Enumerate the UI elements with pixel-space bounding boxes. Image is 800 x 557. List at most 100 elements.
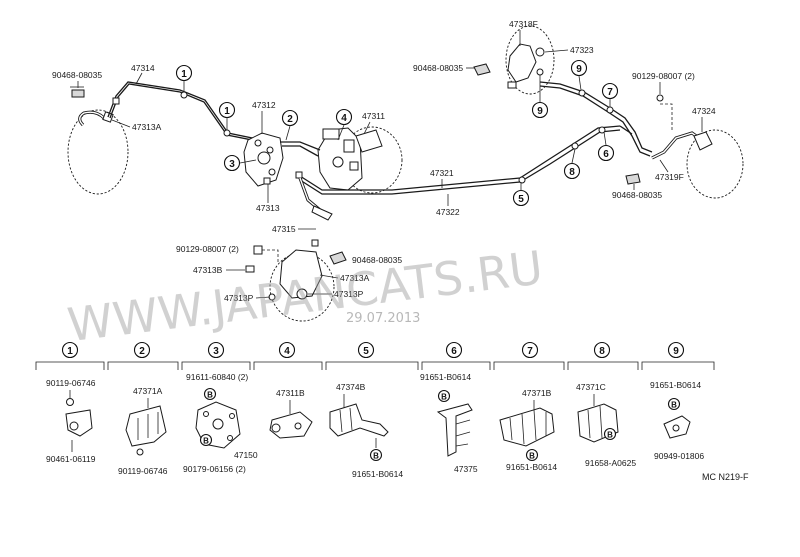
callout-2: 2 <box>281 109 299 127</box>
part-labels: 47314 90468-08035 47313A 47312 47311 473… <box>52 19 716 303</box>
pipe-47314 <box>107 81 263 143</box>
callout-1a: 1 <box>175 64 193 82</box>
right-wheel-drum <box>625 94 744 199</box>
svg-text:4: 4 <box>341 113 347 124</box>
svg-text:3: 3 <box>213 346 219 357</box>
watermark-date: 29.07.2013 <box>346 311 420 326</box>
detail-2-part-b: 90119-06746 <box>118 466 168 476</box>
callout-leaders <box>183 75 611 190</box>
detail-8-callout: 8 <box>593 341 611 359</box>
proportioning-valve <box>243 132 284 187</box>
svg-text:5: 5 <box>518 194 524 205</box>
label-47323: 47323 <box>570 45 594 55</box>
svg-text:B: B <box>203 437 209 446</box>
detail-6-part-a: 91651-B0614 <box>420 372 471 382</box>
svg-text:B: B <box>607 431 613 440</box>
label-47315: 47315 <box>272 224 296 234</box>
svg-text:3: 3 <box>229 159 235 170</box>
callout-6: 6 <box>597 144 615 162</box>
label-90129-08007-right: 90129-08007 (2) <box>632 71 695 81</box>
detail-3-bolt-a: B <box>203 387 217 401</box>
svg-text:6: 6 <box>603 149 609 160</box>
label-90468-08035-center: 90468-08035 <box>352 255 402 265</box>
detail-5-bolt: B <box>369 448 383 462</box>
label-47324: 47324 <box>692 106 716 116</box>
label-47322: 47322 <box>436 207 460 217</box>
detail-8-bolt: B <box>603 427 617 441</box>
callout-9b: 9 <box>531 101 549 119</box>
svg-text:4: 4 <box>284 346 290 357</box>
detail-3-part-c: 90179-06156 (2) <box>183 464 246 474</box>
detail-9-bolt: B <box>667 397 681 411</box>
label-47319F: 47319F <box>655 172 684 182</box>
svg-text:8: 8 <box>569 167 575 178</box>
detail-5-callout: 5 <box>357 341 375 359</box>
master-cylinder <box>317 126 403 194</box>
label-47313P-left: 47313P <box>224 293 254 303</box>
detail-5-part-b: 91651-B0614 <box>352 469 403 479</box>
svg-text:2: 2 <box>139 346 145 357</box>
detail-7-callout: 7 <box>521 341 539 359</box>
svg-text:B: B <box>441 393 447 402</box>
svg-text:7: 7 <box>607 87 613 98</box>
callout-8: 8 <box>563 162 581 180</box>
detail-2-clip <box>125 398 167 456</box>
detail-1-part-b: 90461-06119 <box>46 454 96 464</box>
svg-text:5: 5 <box>363 346 369 357</box>
svg-text:1: 1 <box>181 69 187 80</box>
detail-9-part-a: 91651-B0614 <box>650 380 701 390</box>
svg-text:B: B <box>671 401 677 410</box>
detail-4-part-a: 47311B <box>276 388 305 398</box>
svg-text:9: 9 <box>537 106 543 117</box>
detail-3-callout: 3 <box>207 341 225 359</box>
diagram-code: MC N219-F <box>702 472 749 482</box>
label-47313: 47313 <box>256 203 280 213</box>
label-47313B: 47313B <box>193 265 223 275</box>
detail-3-bolt-b: B <box>199 433 213 447</box>
svg-text:B: B <box>373 452 379 461</box>
detail-1-part-a: 90119-06746 <box>46 378 96 388</box>
svg-text:9: 9 <box>673 346 679 357</box>
label-90468-08035-upper: 90468-08035 <box>413 63 463 73</box>
upper-right-bracket <box>473 25 555 95</box>
detail-2-part-a: 47371A <box>133 386 163 396</box>
detail-strip: 1 90119-06746 90461-06119 2 47371A 90119… <box>35 341 715 479</box>
detail-4-callout: 4 <box>278 341 296 359</box>
detail-1-clip <box>65 390 93 452</box>
detail-6-callout: 6 <box>445 341 463 359</box>
svg-text:1: 1 <box>67 346 73 357</box>
svg-text:8: 8 <box>599 346 605 357</box>
callout-1b: 1 <box>218 101 236 119</box>
label-47321: 47321 <box>430 168 454 178</box>
label-47311: 47311 <box>362 111 385 121</box>
detail-6-bolt: B <box>437 389 451 403</box>
detail-1-callout: 1 <box>61 341 79 359</box>
svg-text:6: 6 <box>451 346 457 357</box>
detail-7-clip <box>499 400 555 447</box>
callout-4: 4 <box>335 108 353 126</box>
detail-6-bracket <box>436 403 473 457</box>
clip-90468-left <box>71 89 85 98</box>
callout-9a: 9 <box>570 59 588 77</box>
svg-text:7: 7 <box>527 346 533 357</box>
detail-7-part-a: 47371B <box>522 388 552 398</box>
svg-text:B: B <box>207 391 213 400</box>
detail-9-callout: 9 <box>667 341 685 359</box>
callout-7: 7 <box>601 82 619 100</box>
svg-text:B: B <box>529 452 535 461</box>
pipe-rear <box>539 81 653 157</box>
detail-7-part-b: 91651-B0614 <box>506 462 557 472</box>
label-90129-08007-center: 90129-08007 (2) <box>176 244 239 254</box>
label-90468-08035-left: 90468-08035 <box>52 70 102 80</box>
pipes-center <box>280 125 621 221</box>
detail-6-part-b: 47375 <box>454 464 478 474</box>
detail-5-part-a: 47374B <box>336 382 366 392</box>
callout-5: 5 <box>512 189 530 207</box>
label-47314: 47314 <box>131 63 155 73</box>
label-47313P-center: 47313P <box>334 289 364 299</box>
callout-3: 3 <box>223 154 241 172</box>
label-90468-08035-lower-right: 90468-08035 <box>612 190 662 200</box>
label-47312: 47312 <box>252 100 276 110</box>
detail-8-part-b: 91658-A0625 <box>585 458 636 468</box>
